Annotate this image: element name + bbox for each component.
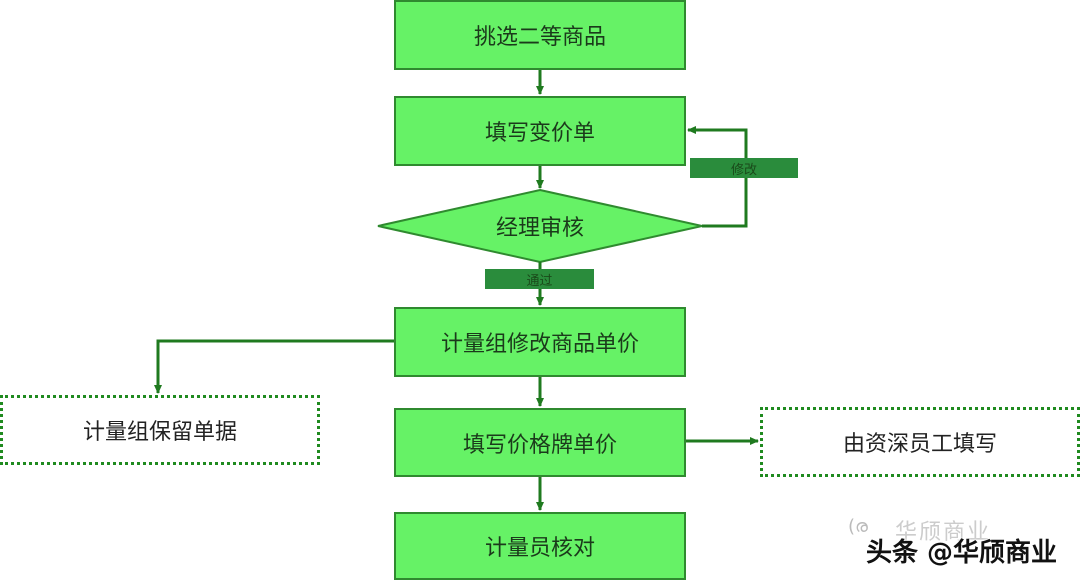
edge-label-text: 通过 (526, 273, 553, 289)
decision-label: 经理审核 (495, 216, 584, 241)
step-metering-verify[interactable]: 计量员核对 (394, 512, 686, 580)
arrow-review-loop-back (687, 126, 748, 228)
edge-label-modify: 修改 (690, 158, 798, 178)
step-select-goods[interactable]: 挑选二等商品 (394, 0, 686, 70)
edge-label-approved: 通过 (485, 269, 594, 289)
decision-manager-review[interactable]: 经理审核 (440, 206, 640, 246)
step-label: 填写变价单 (484, 121, 595, 146)
edge-label-text: 修改 (730, 162, 757, 178)
step-label: 计量组修改商品单价 (440, 332, 639, 357)
note-metering-keep-docs[interactable]: 计量组保留单据 (0, 395, 320, 465)
step-fill-price-tag[interactable]: 填写价格牌单价 (394, 408, 686, 477)
note-label: 由资深员工填写 (842, 432, 997, 457)
watermark-logo-icon: (ര (848, 516, 868, 537)
step-label: 填写价格牌单价 (462, 432, 617, 458)
note-senior-staff-fill[interactable]: 由资深员工填写 (760, 407, 1080, 477)
step-metering-modify-price[interactable]: 计量组修改商品单价 (394, 307, 686, 377)
arrow-to-keep-docs (154, 339, 394, 394)
step-label: 计量员核对 (484, 536, 595, 561)
watermark-faint-text: 华颀商业 (895, 520, 992, 545)
note-label: 计量组保留单据 (82, 420, 237, 445)
step-fill-price-change-form[interactable]: 填写变价单 (394, 96, 686, 166)
step-label: 挑选二等商品 (473, 25, 606, 50)
watermark-main-text: 头条 @华颀商业 (866, 538, 1058, 568)
